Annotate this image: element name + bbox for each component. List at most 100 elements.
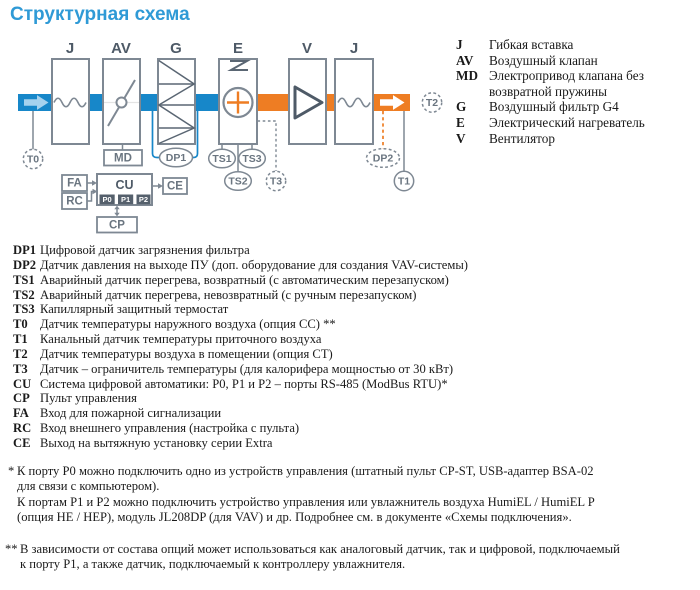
sensor-t1-label: T1 [398, 176, 410, 188]
rc-box [61, 192, 88, 210]
sensor-t2 [421, 92, 443, 113]
sensors: T0 MD DP1 TS1 TS3 TS2 T3 DP2 [22, 92, 443, 192]
component-code: T1 [13, 332, 28, 347]
port-p1-box [118, 194, 134, 205]
box-label-g: G [170, 40, 182, 57]
footnote-line: К порту P0 можно подключить одно из устр… [17, 464, 594, 478]
component-code: FA [13, 406, 29, 421]
rc-label: RC [66, 196, 83, 208]
inlet-arrow-icon [24, 95, 49, 110]
list-item: T1 Канальный датчик температуры приточног… [13, 332, 468, 347]
legend-code: AV [456, 52, 474, 68]
cu-label: CU [115, 178, 133, 192]
filter-zigzag-icon [157, 59, 196, 145]
sensor-ts3-label: TS3 [242, 153, 261, 165]
fa-label: FA [67, 178, 82, 190]
list-item: FA Вход для пожарной сигнализации [13, 406, 468, 421]
cp-box [96, 216, 138, 234]
port-p1-label: P1 [121, 195, 130, 204]
component-code: TS2 [13, 287, 35, 302]
sensor-t0-label: T0 [27, 154, 39, 166]
footnote-line: (опция HE / HEP), модуль JL208DP (для VA… [17, 509, 572, 524]
legend-text: Воздушный фильтр G4 [489, 99, 619, 115]
heater-element-icon [227, 60, 251, 71]
ce-label: CE [167, 181, 183, 193]
port-p0-box [99, 194, 115, 205]
spring-icon [337, 97, 371, 108]
component-code: T2 [13, 346, 28, 361]
sensor-ts1 [207, 148, 237, 169]
component-text: Аварийный датчик перегрева, невозвратный… [40, 287, 417, 302]
sensor-ts3 [237, 148, 267, 169]
legend-text: Вентилятор [489, 130, 555, 146]
component-text: Датчик температуры воздуха в помещении (… [40, 346, 333, 361]
component-code: CP [13, 391, 30, 406]
sensor-t3-label: T3 [270, 176, 282, 188]
sensor-dp2-label: DP2 [373, 153, 394, 165]
dp1-connectors [151, 111, 199, 159]
legend-row: J Гибкая вставка [456, 37, 692, 53]
legend-text: Электропривод клапана без возвратной пру… [489, 68, 644, 99]
footnote-line: К портам P1 и P2 можно подключить устрой… [17, 494, 595, 509]
control-arrows [87, 182, 158, 214]
legend-code: J [456, 37, 463, 52]
box-label-av: AV [111, 40, 131, 57]
heater-plus-icon [227, 91, 249, 114]
control-unit-block: FA RC CU P0 P1 P2 CE CP [61, 173, 188, 234]
sensor-dp2 [365, 147, 401, 169]
port-p2-label: P2 [139, 195, 148, 204]
component-text: Цифровой датчик загрязнения фильтра [40, 243, 250, 257]
component-text: Капиллярный защитный термостат [40, 302, 229, 317]
port-p2-box [136, 194, 151, 205]
page-title: Структурная схема [10, 4, 190, 25]
legend-row: V Вентилятор [456, 131, 692, 147]
component-boxes [51, 58, 374, 145]
component-code: CE [13, 435, 31, 450]
component-text: Вход для пожарной сигнализации [40, 406, 222, 421]
sensor-ts2 [223, 170, 253, 192]
component-code: DP1 [13, 243, 37, 257]
sensor-dp1 [158, 147, 194, 168]
fan-triangle-icon [293, 85, 324, 120]
sensor-t1 [393, 170, 415, 192]
component-code: T0 [13, 317, 28, 332]
structural-diagram: J AV G E V J [18, 40, 443, 234]
legend-code: MD [456, 68, 478, 84]
footnote-marker: ** [5, 542, 18, 556]
component-text: Датчик давления на выходе ПУ (доп. обору… [40, 257, 468, 272]
legend-text: Гибкая вставка [489, 37, 574, 52]
component-code: DP2 [13, 257, 37, 272]
port-p0-label: P0 [103, 195, 112, 204]
component-code: CU [13, 376, 32, 391]
box-label-j1: J [66, 40, 74, 57]
component-text: Пульт управления [40, 391, 137, 406]
legend-row: MD Электропривод клапана без возвратной п… [456, 68, 692, 99]
list-item: CP Пульт управления [13, 391, 468, 406]
cu-ports: P0 P1 P2 [99, 194, 151, 205]
footnote-line: к порту P1, а также датчик, подключаемый… [20, 557, 406, 572]
footnote-line: В зависимости от состава опций может исп… [20, 542, 620, 556]
component-text: Канальный датчик температуры приточного … [40, 332, 322, 347]
md-box [103, 149, 143, 167]
sensor-t0 [22, 148, 44, 170]
sensor-ts2-label: TS2 [228, 176, 247, 188]
legend-code: E [456, 114, 465, 130]
component-text: Вход внешнего управления (настройка с пу… [40, 421, 300, 436]
component-text: Датчик – ограничитель температуры (для к… [40, 361, 454, 376]
box-label-v: V [302, 40, 312, 57]
component-text: Аварийный датчик перегрева, возвратный (… [40, 272, 449, 287]
box-icons [53, 59, 371, 145]
cp-label: CP [109, 220, 125, 232]
legend-code: V [456, 130, 466, 146]
